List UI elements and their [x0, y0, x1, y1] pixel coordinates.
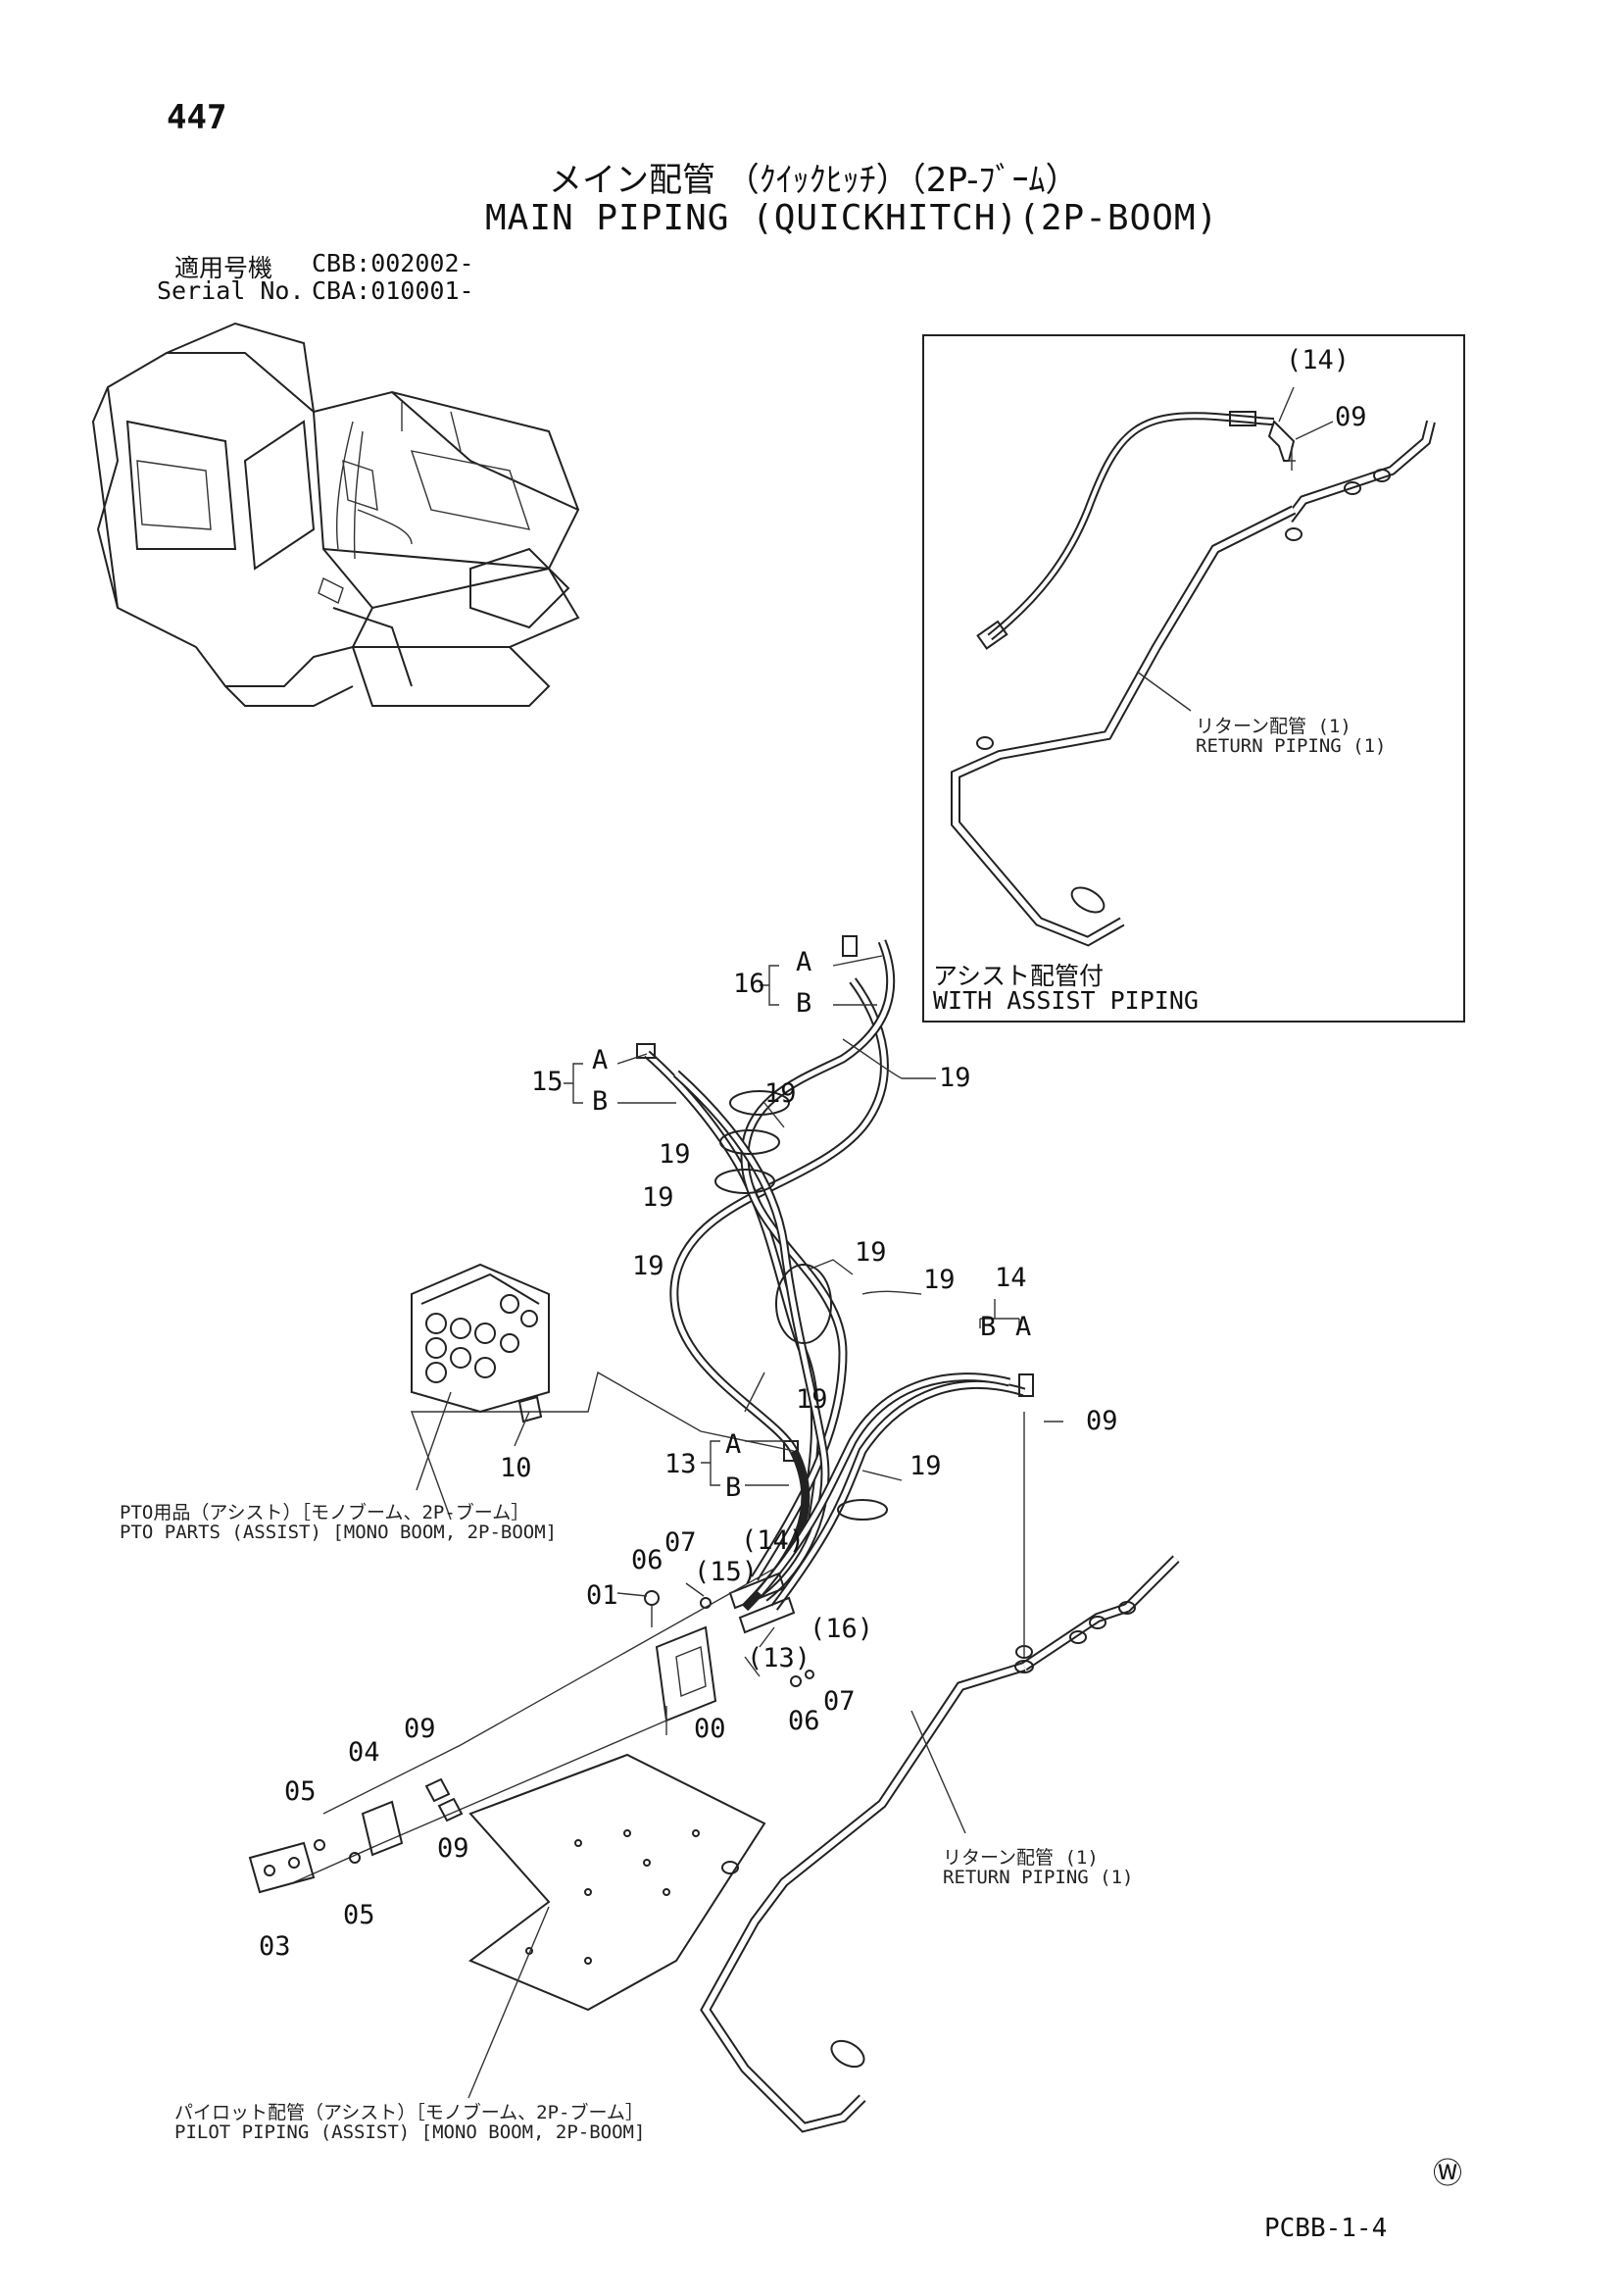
- callout-01: 01: [586, 1580, 618, 1611]
- callout-04: 04: [348, 1737, 380, 1768]
- callout-19-c: 19: [642, 1182, 674, 1213]
- callout-13: 13: [664, 1449, 697, 1479]
- callout-03: 03: [259, 1931, 291, 1962]
- callout-14: 14: [995, 1263, 1027, 1293]
- callout-15: 15: [531, 1067, 564, 1097]
- inset-return-en: RETURN PIPING (1): [1196, 735, 1387, 757]
- callout-16-a: A: [796, 947, 812, 977]
- pto-caption-en: PTO PARTS (ASSIST) [MONO BOOM, 2P-BOOM]: [120, 1522, 558, 1543]
- callout-19-d: 19: [632, 1251, 664, 1281]
- page-title-jp: メイン配管 （ｸｲｯｸﾋｯﾁ）（2P-ﾌﾞｰﾑ）: [549, 161, 1079, 200]
- callout-10: 10: [500, 1453, 532, 1483]
- inset-assist-piping-illustration: [951, 386, 1436, 947]
- callout-09-lower: 09: [437, 1833, 469, 1864]
- return-caption-jp: リターン配管 (1): [943, 1847, 1099, 1869]
- callout-07-top: 07: [664, 1527, 697, 1558]
- applicable-value: CBB:002002-: [312, 249, 474, 277]
- callout-14-a: A: [1015, 1312, 1032, 1342]
- callout-13-paren: (13): [747, 1643, 811, 1673]
- callout-19-top-right: 19: [939, 1063, 971, 1093]
- page-title-en: MAIN PIPING (QUICKHITCH)(2P-BOOM): [485, 198, 1219, 238]
- pilot-caption-en: PILOT PIPING (ASSIST) [MONO BOOM, 2P-BOO…: [174, 2121, 646, 2143]
- w-mark: Ⓦ: [1433, 2157, 1462, 2191]
- callout-brackets: [564, 955, 1063, 1677]
- callout-16-b: B: [796, 988, 812, 1019]
- callout-09-upper: 09: [404, 1714, 436, 1744]
- callout-14-b: B: [980, 1312, 997, 1342]
- callout-00: 00: [694, 1714, 726, 1744]
- applicable-label-jp: 適用号機: [174, 254, 273, 282]
- inset-caption-jp: アシスト配管付: [933, 962, 1105, 990]
- inset-caption-en: WITH ASSIST PIPING: [933, 986, 1199, 1015]
- callout-09-right: 09: [1086, 1406, 1118, 1436]
- callout-15-a: A: [592, 1045, 609, 1075]
- callout-19-e: 19: [855, 1237, 887, 1268]
- callout-19-b: 19: [659, 1139, 691, 1170]
- serial-value: CBA:010001-: [312, 276, 474, 305]
- callout-13-b: B: [725, 1472, 742, 1503]
- inset-return-jp: リターン配管 (1): [1196, 716, 1352, 737]
- page-code: PCBB-1-4: [1264, 2214, 1388, 2243]
- callout-19-h: 19: [909, 1451, 942, 1481]
- excavator-overview-illustration: [91, 322, 580, 707]
- callout-13-a: A: [725, 1429, 742, 1460]
- serial-label: Serial No.: [157, 276, 305, 305]
- return-caption-en: RETURN PIPING (1): [943, 1867, 1134, 1888]
- callout-05-bottom: 05: [343, 1900, 375, 1930]
- callout-14-paren: (14): [741, 1525, 806, 1556]
- inset-label-14: (14): [1286, 345, 1351, 375]
- inset-label-09: 09: [1335, 402, 1367, 432]
- callout-06-bottom: 06: [788, 1706, 820, 1736]
- hose-assembly-illustration: [248, 935, 1180, 2133]
- callout-19-f: 19: [923, 1265, 956, 1295]
- page-number: 447: [167, 98, 227, 137]
- callout-19-g: 19: [796, 1384, 828, 1415]
- pilot-caption-jp: パイロット配管（アシスト）［モノブーム、2P-ブーム］: [174, 2102, 644, 2123]
- control-valve-illustration: [411, 1263, 550, 1491]
- callout-16: 16: [733, 969, 765, 999]
- callout-15-b: B: [592, 1086, 609, 1117]
- callout-06-top: 06: [631, 1545, 664, 1575]
- callout-16-paren: (16): [810, 1614, 874, 1644]
- callout-15-paren: (15): [694, 1557, 759, 1587]
- callout-05-left: 05: [284, 1776, 317, 1807]
- callout-07-bottom: 07: [823, 1686, 856, 1717]
- pto-caption-jp: PTO用品（アシスト）［モノブーム、2P-ブーム］: [120, 1502, 530, 1523]
- inset-frame: [922, 334, 1465, 1023]
- callout-19-a: 19: [764, 1078, 797, 1109]
